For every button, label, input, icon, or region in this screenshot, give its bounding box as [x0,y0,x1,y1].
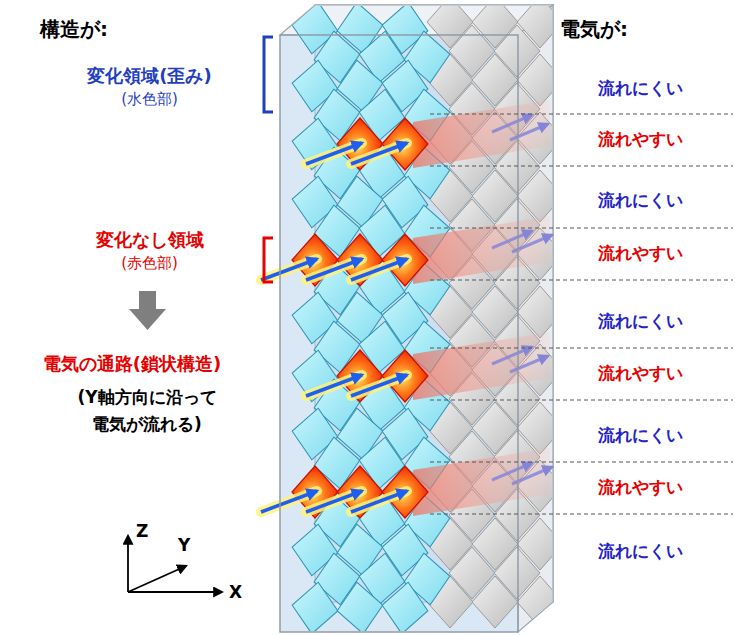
exit-arrow [492,347,532,364]
flow-label: 流れにくい [598,189,683,211]
strain-bracket [264,37,273,112]
column-heading: 電気が: [560,16,628,42]
flow-label: 流れにくい [598,310,683,332]
nochange-bracket [264,238,273,282]
exit-arrow [492,115,532,132]
flow-label: 流れにくい [598,424,683,446]
path-label: 電気の通路(鎖状構造) [12,352,252,375]
current-arrow [351,375,407,396]
dashed-guide [430,400,733,401]
dashed-guide [430,348,733,349]
cyan-octahedron [337,582,383,634]
cyan-octahedron [382,582,428,634]
axis-label: X [229,581,242,603]
exit-arrow [510,124,548,140]
octahedra-lattice [292,0,563,634]
arrow-glow [351,491,407,512]
current-arrow [351,143,407,164]
chain-band [413,100,550,168]
box-front-outline [280,35,518,632]
axis-label: Y [178,534,190,556]
z-axis [127,536,129,592]
dashed-guide [430,514,733,515]
current-arrow [261,259,317,280]
chain-band [413,332,550,400]
dashed-guide [430,462,733,463]
region-label: 変化領域(歪み) [52,64,247,87]
dashed-guide [430,228,733,229]
down-arrow [129,291,166,330]
exit-arrow [510,356,548,372]
flow-label: 流れにくい [598,77,683,99]
flow-label: 流れやすい [598,242,683,264]
grey-octahedron [517,576,563,628]
axis-label: Z [136,520,148,542]
flow-label: 流れにくい [598,540,683,562]
chain-band [413,448,550,516]
grey-octahedron [472,576,518,628]
current-arrow [261,491,317,512]
flow-label: 流れやすい [598,128,683,150]
current-arrow [306,375,362,396]
column-heading: 構造が: [40,16,108,42]
region-label: 変化なし領域 [52,228,247,251]
dashed-guide [430,166,733,167]
current-arrow [306,491,362,512]
y-axis [128,566,186,592]
current-arrows [261,115,552,512]
dashed-guide [430,280,733,281]
region-note: (赤色部) [52,254,247,274]
x-axis [128,591,222,593]
current-arrow [306,259,362,280]
flow-label: 流れやすい [598,476,683,498]
chain-band [413,216,550,284]
current-arrow [351,491,407,512]
arrow-glow [351,143,407,164]
flow-label: 流れやすい [598,362,683,384]
arrow-glow [351,375,407,396]
dashed-guides [430,114,733,514]
current-arrow [306,143,362,164]
axes [128,536,222,592]
dashed-guide [430,114,733,115]
cyan-octahedron [292,582,338,634]
arrow-glow [351,259,407,280]
current-arrow [351,259,407,280]
path-note: (Y軸方向に沿って 電気が流れる) [47,384,247,438]
region-note: (水色部) [52,90,247,110]
